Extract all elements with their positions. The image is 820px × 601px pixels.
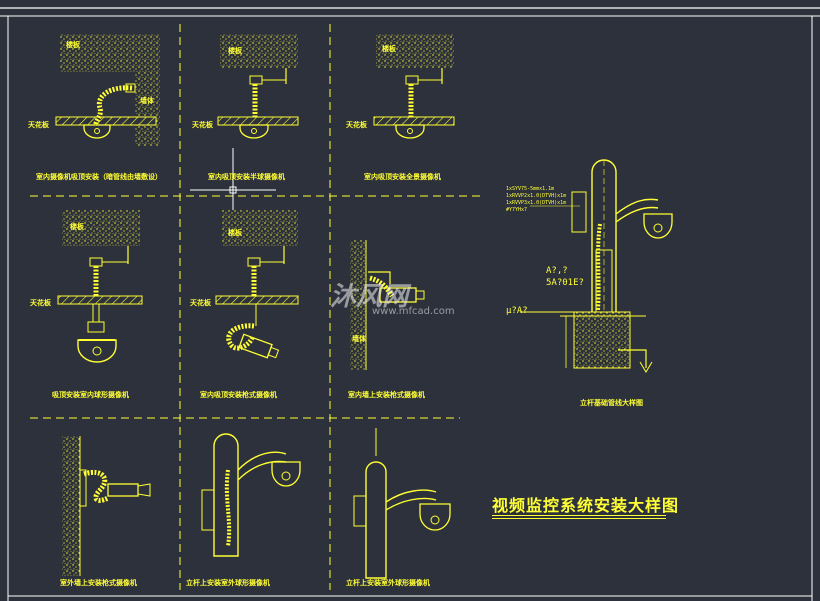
label-floor-4: 楼板	[70, 223, 84, 231]
caption-8: 室外墙上安装枪式摄像机	[60, 579, 137, 587]
watermark-url: www.mfcad.com	[372, 306, 455, 317]
label-ceiling-1: 天花板	[28, 121, 49, 129]
spec-line-4: #Y7YHx7	[506, 207, 528, 213]
spec-line-1: 1xSYV75-5mmx1.1m	[506, 186, 555, 192]
label-ceiling-2: 天花板	[192, 121, 213, 129]
watermark-brand: 沐风网	[330, 282, 409, 312]
label-floor-3: 楼板	[382, 45, 396, 53]
label-floor-2: 楼板	[228, 47, 242, 55]
panel-6-wall-bullet	[350, 240, 425, 370]
label-ceiling-5: 天花板	[190, 299, 211, 307]
panel-5-ceiling-bullet	[215, 210, 299, 359]
spec-line-2: 1xRVVP2x1.0(DTVH)x1m	[506, 193, 567, 199]
code-annotation-3: μ?A?	[506, 306, 528, 316]
panel-10-pole-ptz	[353, 428, 451, 579]
label-wall-1: 墙体	[140, 97, 154, 105]
drawing-title: 视频监控系统安装大样图	[492, 496, 680, 515]
code-annotation-2: 5A?01E?	[546, 278, 584, 288]
panel-7-pole-foundation	[520, 159, 673, 373]
caption-4: 吸顶安装室内球形摄像机	[52, 391, 129, 399]
panel-3-ceiling-panorama	[373, 34, 455, 139]
panel-9-pole-ptz	[201, 433, 301, 557]
caption-6: 室内墙上安装枪式摄像机	[348, 391, 425, 399]
label-ceiling-4: 天花板	[30, 299, 51, 307]
caption-9: 立杆上安装室外球形摄像机	[186, 579, 270, 587]
caption-1: 室内摄像机吸顶安装（暗管线由墙敷设）	[36, 173, 162, 181]
label-floor-5: 楼板	[228, 229, 242, 237]
panel-2-ceiling-dome	[217, 34, 299, 139]
label-floor-1: 楼板	[66, 41, 80, 49]
grid-dividers	[30, 24, 480, 590]
caption-10: 立杆上安装室外球形摄像机	[346, 579, 430, 587]
caption-3: 室内吸顶安装全景摄像机	[364, 173, 441, 181]
panel-4-ceiling-ptz	[57, 210, 143, 363]
caption-2: 室内吸顶安装半球摄像机	[208, 173, 285, 181]
panel-8-outdoor-wall-bullet	[62, 436, 151, 576]
panel-1-ceiling-camera	[55, 34, 160, 146]
label-wall-2: 墙体	[352, 335, 366, 343]
title-underline-2	[492, 518, 666, 519]
spec-line-3: 1xRVVP3x1.0(DTVH)x1m	[506, 200, 567, 206]
label-ceiling-3: 天花板	[346, 121, 367, 129]
code-annotation-1: A?,?	[546, 266, 568, 276]
caption-5: 室内吸顶安装枪式摄像机	[200, 391, 277, 399]
caption-7: 立杆基础管线大样图	[580, 399, 643, 407]
title-underline-1	[492, 515, 666, 516]
